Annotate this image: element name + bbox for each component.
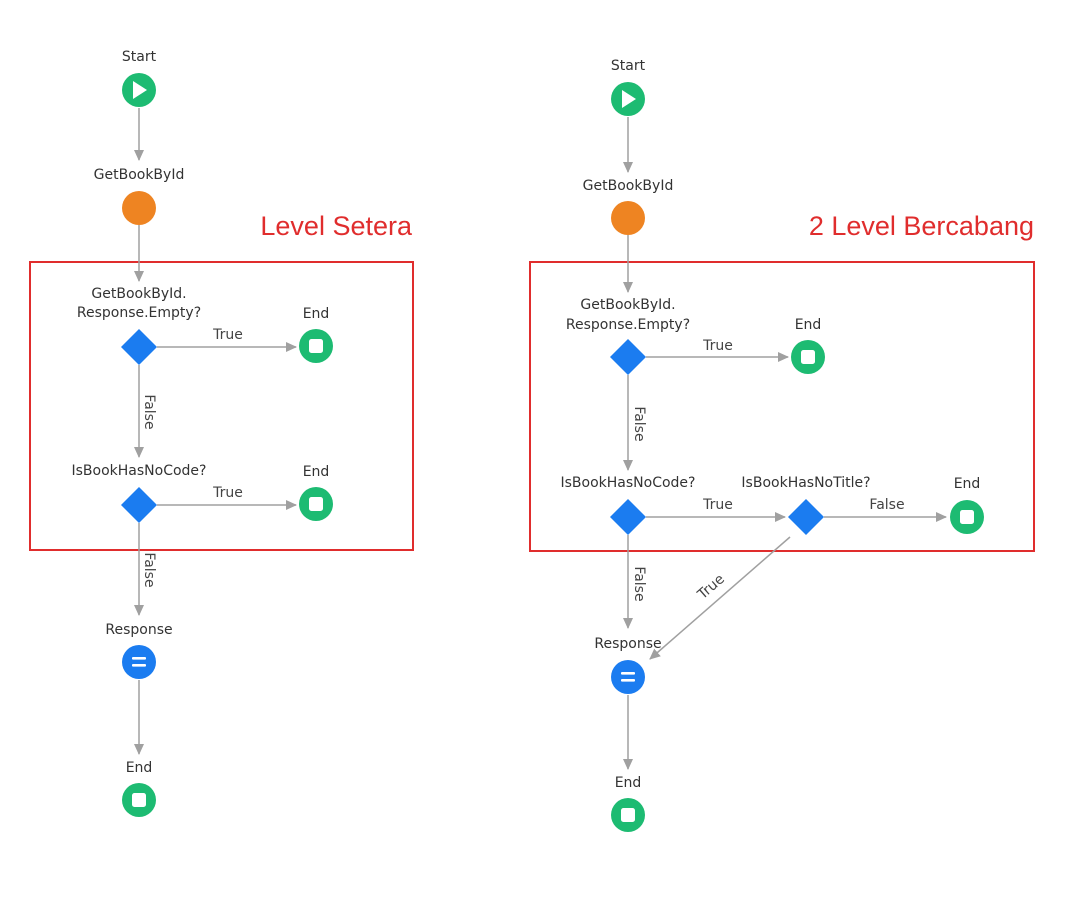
right-edge-label-empty-true: True — [702, 338, 733, 354]
circle-icon — [122, 191, 156, 225]
left-end-empty-label: End — [303, 306, 330, 322]
right-edge-label-notitle-false: False — [869, 497, 904, 513]
diamond-icon — [610, 339, 646, 375]
right-edge-label-empty-false: False — [631, 406, 647, 441]
left-ifempty-label-line1: GetBookById. — [91, 286, 186, 302]
play-icon — [622, 90, 636, 108]
right-end-notitle-node[interactable]: End — [950, 476, 984, 534]
right-ifempty-label-line2: Response.Empty? — [566, 317, 690, 333]
left-ifnocode-node[interactable]: IsBookHasNoCode? — [72, 463, 207, 523]
left-ifempty-label-line2: Response.Empty? — [77, 305, 201, 321]
circle-icon — [611, 201, 645, 235]
left-getbook-label: GetBookById — [94, 167, 185, 183]
right-start-label: Start — [611, 58, 646, 74]
left-section-title: Level Setera — [260, 211, 413, 241]
left-response-label: Response — [105, 622, 172, 638]
left-getbook-node[interactable]: GetBookById — [94, 167, 185, 225]
right-ifnotitle-node[interactable]: IsBookHasNoTitle? — [741, 475, 871, 535]
right-ifnotitle-label: IsBookHasNoTitle? — [741, 475, 870, 491]
left-start-label: Start — [122, 49, 157, 65]
equals-icon — [621, 672, 635, 682]
stop-icon — [621, 808, 635, 822]
diamond-icon — [610, 499, 646, 535]
right-end-empty-label: End — [795, 317, 822, 333]
right-edge-ifnotitle-response — [649, 536, 791, 660]
left-edge-label-empty-true: True — [212, 327, 243, 343]
stop-icon — [132, 793, 146, 807]
right-edge-label-notitle-true: True — [694, 571, 728, 603]
left-end-final-node[interactable]: End — [122, 760, 156, 817]
stop-icon — [309, 339, 323, 353]
right-ifnocode-label: IsBookHasNoCode? — [561, 475, 696, 491]
left-connectors — [134, 108, 297, 755]
right-getbook-node[interactable]: GetBookById — [583, 178, 674, 235]
left-end-final-label: End — [126, 760, 153, 776]
equals-icon — [132, 657, 146, 667]
right-ifnocode-node[interactable]: IsBookHasNoCode? — [561, 475, 696, 535]
left-edge-label-empty-false: False — [141, 394, 157, 429]
diamond-icon — [121, 329, 157, 365]
right-getbook-label: GetBookById — [583, 178, 674, 194]
left-flow: Level Setera True False True False Start… — [29, 49, 414, 817]
diamond-icon — [788, 499, 824, 535]
right-end-final-label: End — [615, 775, 642, 791]
left-end-nocode-label: End — [303, 464, 330, 480]
right-response-node[interactable]: Response — [594, 636, 662, 694]
stop-icon — [309, 497, 323, 511]
left-edge-label-nocode-true: True — [212, 485, 243, 501]
right-flow: 2 Level Bercabang True False True False … — [529, 58, 1035, 832]
right-connectors — [623, 117, 947, 770]
right-response-label: Response — [594, 636, 661, 652]
left-end-nocode-node[interactable]: End — [299, 464, 333, 521]
right-edge-label-nocode-true: True — [702, 497, 733, 513]
left-response-node[interactable]: Response — [105, 622, 173, 679]
left-edge-label-nocode-false: False — [141, 552, 157, 587]
left-start-node[interactable]: Start — [122, 49, 157, 107]
right-end-notitle-label: End — [954, 476, 981, 492]
stop-icon — [801, 350, 815, 364]
right-ifempty-node[interactable]: GetBookById. Response.Empty? — [566, 297, 690, 375]
stop-icon — [960, 510, 974, 524]
left-highlight-box — [29, 261, 414, 551]
right-highlight-box — [529, 261, 1035, 552]
left-end-empty-node[interactable]: End — [299, 306, 333, 363]
right-ifempty-label-line1: GetBookById. — [580, 297, 675, 313]
left-ifnocode-label: IsBookHasNoCode? — [72, 463, 207, 479]
play-icon — [133, 81, 147, 99]
right-start-node[interactable]: Start — [611, 58, 646, 116]
left-ifempty-node[interactable]: GetBookById. Response.Empty? — [77, 286, 201, 365]
right-end-final-node[interactable]: End — [611, 775, 645, 832]
right-section-title: 2 Level Bercabang — [809, 211, 1034, 241]
right-edge-label-nocode-false: False — [631, 566, 647, 601]
right-end-empty-node[interactable]: End — [791, 317, 825, 374]
diamond-icon — [121, 487, 157, 523]
